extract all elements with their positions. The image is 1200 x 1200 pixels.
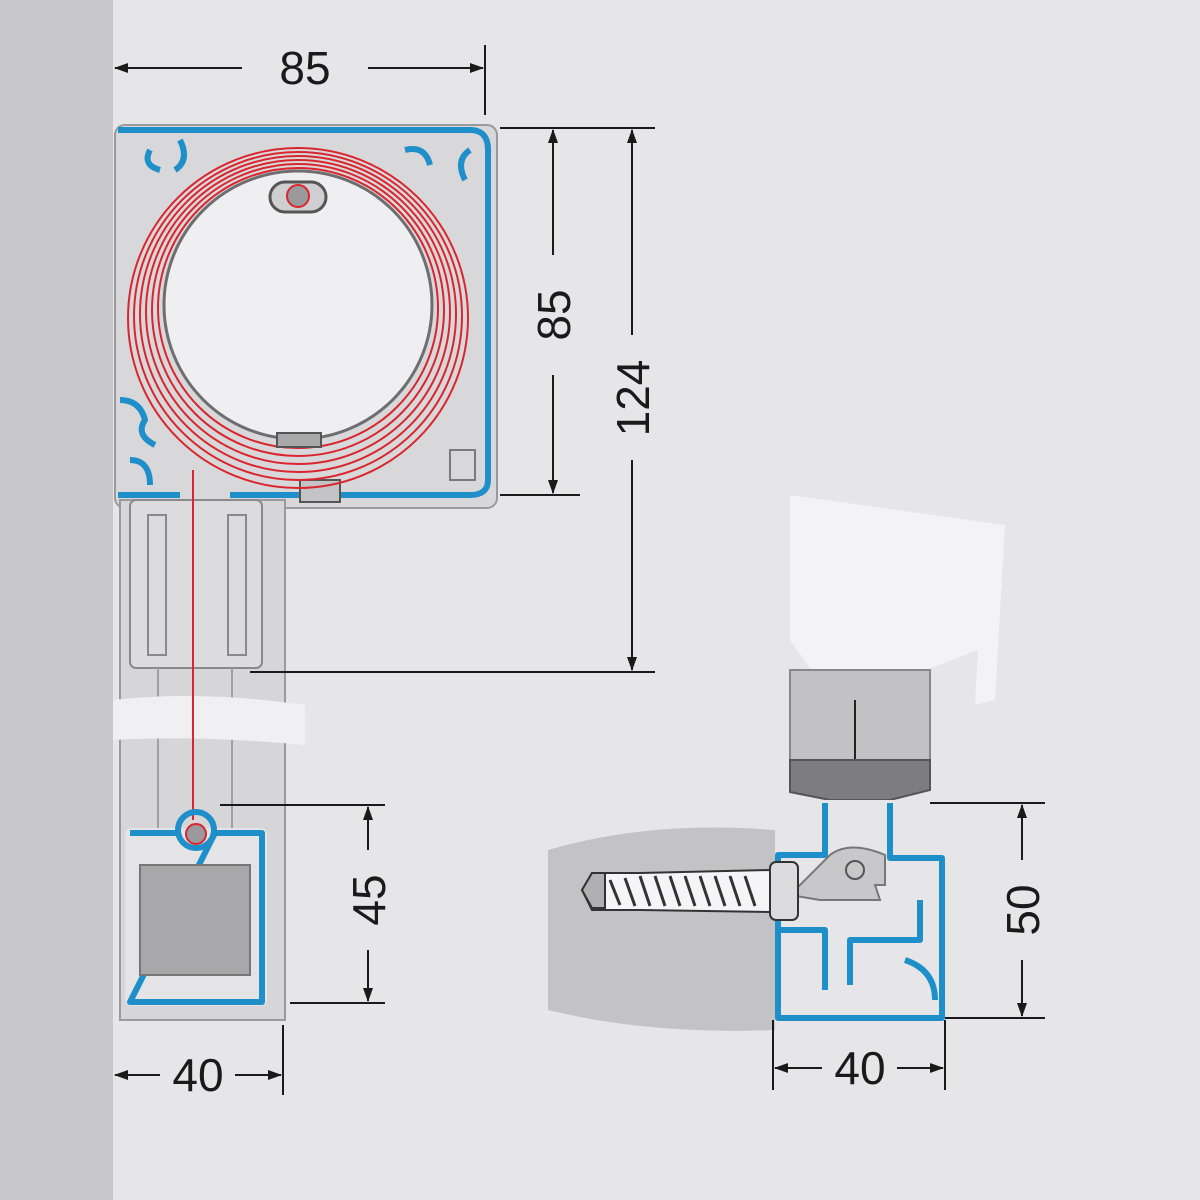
dim-box-height: 85 <box>528 289 580 340</box>
dim-bottom-rail-width: 40 <box>172 1049 223 1101</box>
dim-wall-mount-width: 40 <box>834 1042 885 1094</box>
dim-box-width: 85 <box>279 42 330 94</box>
dimension-lines <box>114 45 1045 1095</box>
bottom-rail-profile <box>125 809 267 1006</box>
dim-wall-mount-height: 50 <box>997 884 1049 935</box>
dim-total-height: 124 <box>607 360 659 437</box>
wall-mount-detail <box>548 495 1005 1031</box>
dim-bottom-rail-height: 45 <box>343 874 395 925</box>
wall-strip <box>0 0 113 1200</box>
